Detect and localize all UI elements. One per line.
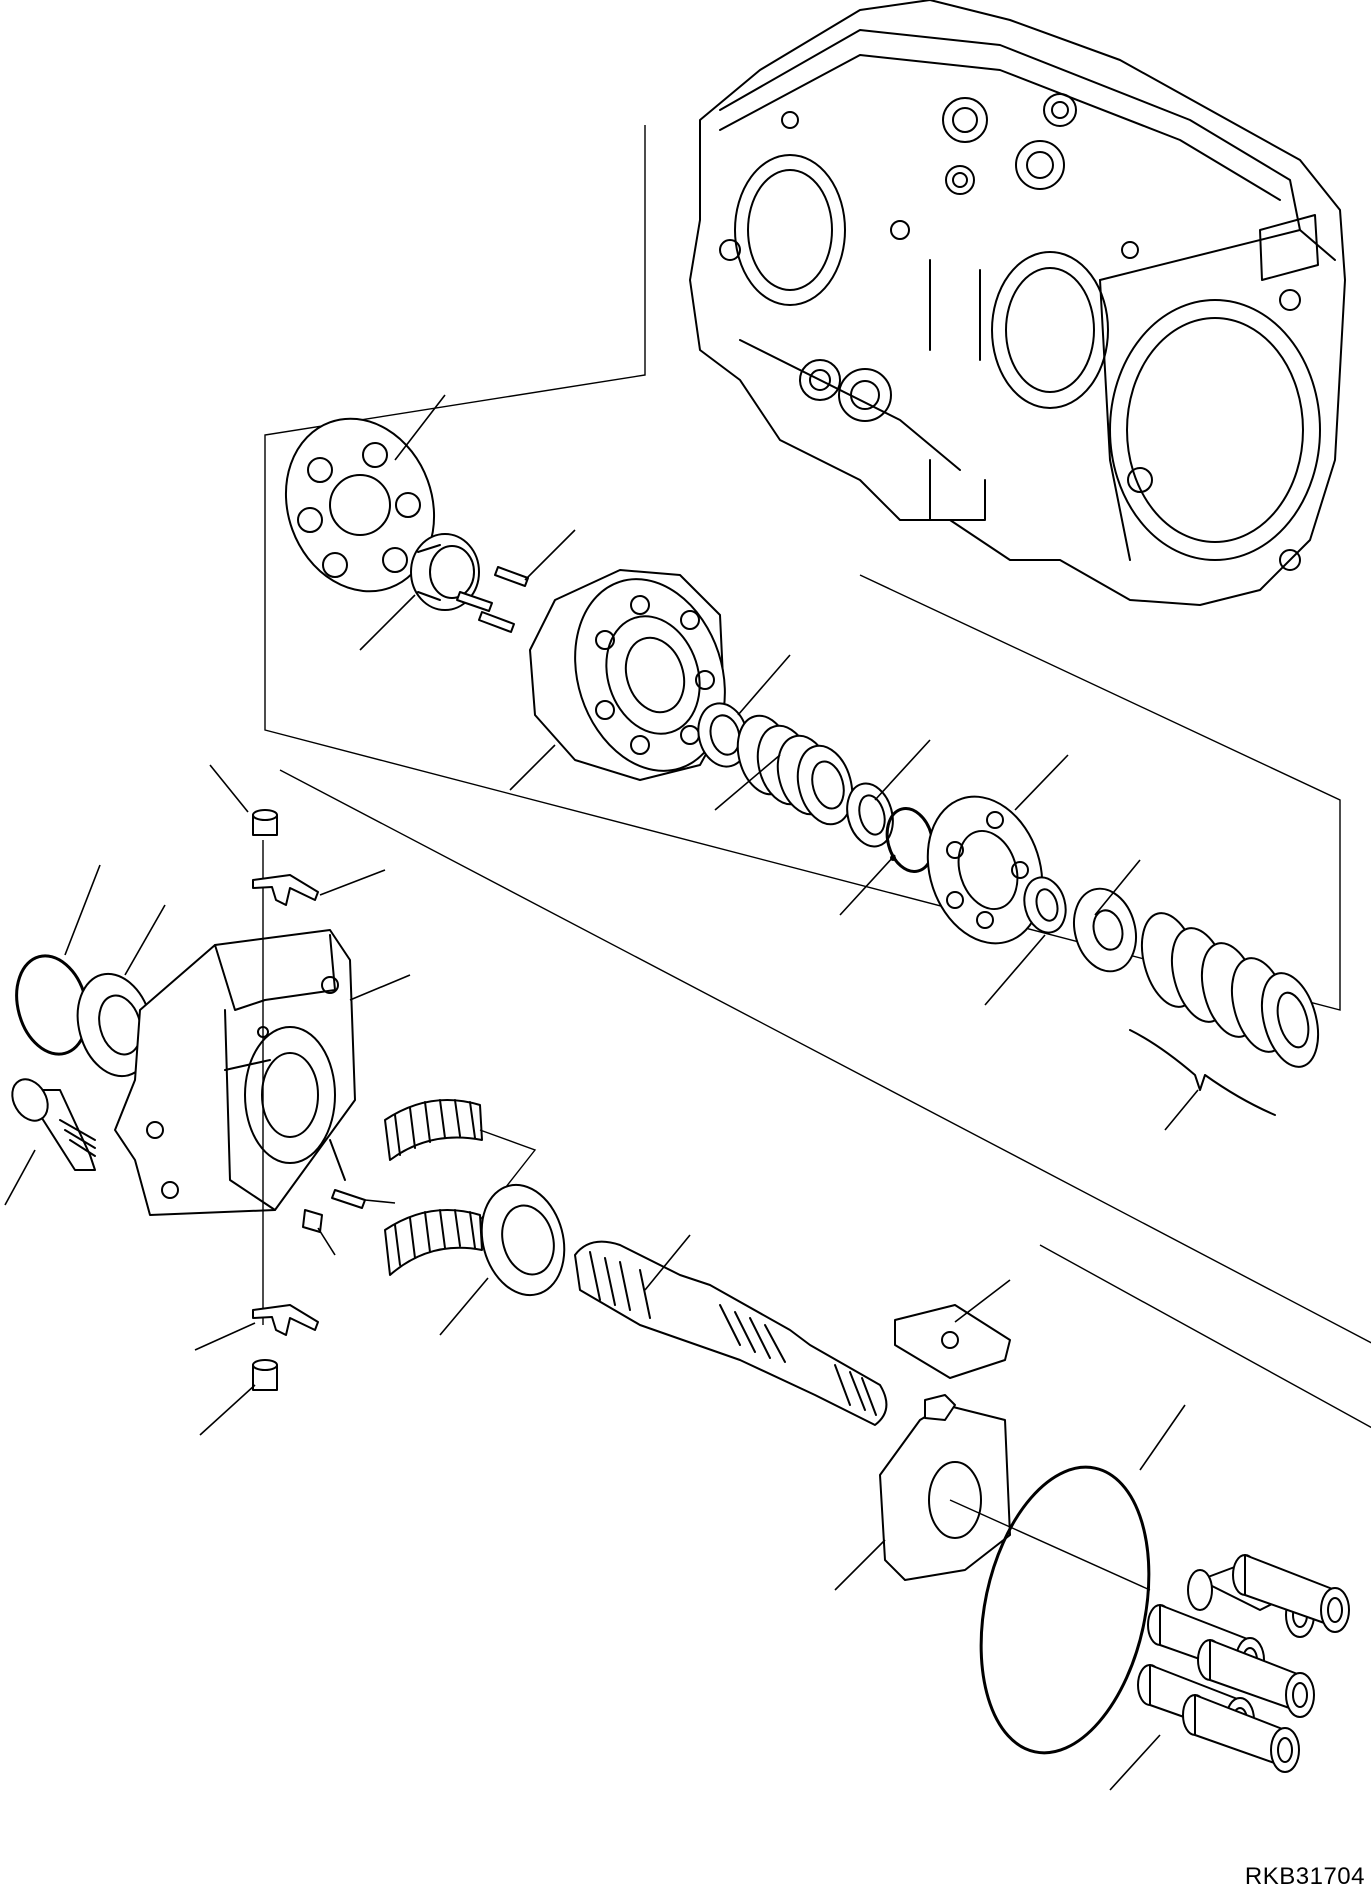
shaft-group-frame	[279, 769, 1371, 1429]
clip-top	[252, 874, 319, 906]
drive-shaft	[574, 1240, 888, 1426]
drawing-code: RKB31704	[1244, 1863, 1365, 1890]
bushing	[410, 533, 480, 611]
clip-bottom	[252, 1304, 319, 1336]
piston-set	[1137, 1554, 1350, 1773]
pump-housing	[689, 0, 1346, 606]
spring-set	[1129, 912, 1320, 1116]
pump-case	[114, 929, 356, 1216]
center-line	[949, 1499, 1151, 1591]
pivot-pin-bottom	[252, 1359, 278, 1391]
pivot-pin-top	[252, 809, 278, 836]
o-ring	[979, 1465, 1151, 1755]
retainer-plate	[926, 795, 1044, 945]
spring	[736, 714, 854, 826]
ball-bearing	[480, 1183, 566, 1297]
dowel-pin	[331, 1189, 366, 1209]
cylinder-block	[529, 569, 726, 781]
cylinder-group-frame	[264, 125, 1341, 1011]
bearing-cage-upper	[384, 1099, 483, 1161]
pins	[456, 566, 529, 633]
bolt	[11, 1078, 96, 1171]
bearing-cage-lower	[384, 1209, 483, 1276]
shaft-key	[894, 1304, 1011, 1379]
valve-plate	[284, 417, 436, 593]
swash-plate	[879, 1394, 1011, 1581]
callout-leaders	[4, 394, 1199, 1791]
seat-ring	[1073, 887, 1137, 973]
